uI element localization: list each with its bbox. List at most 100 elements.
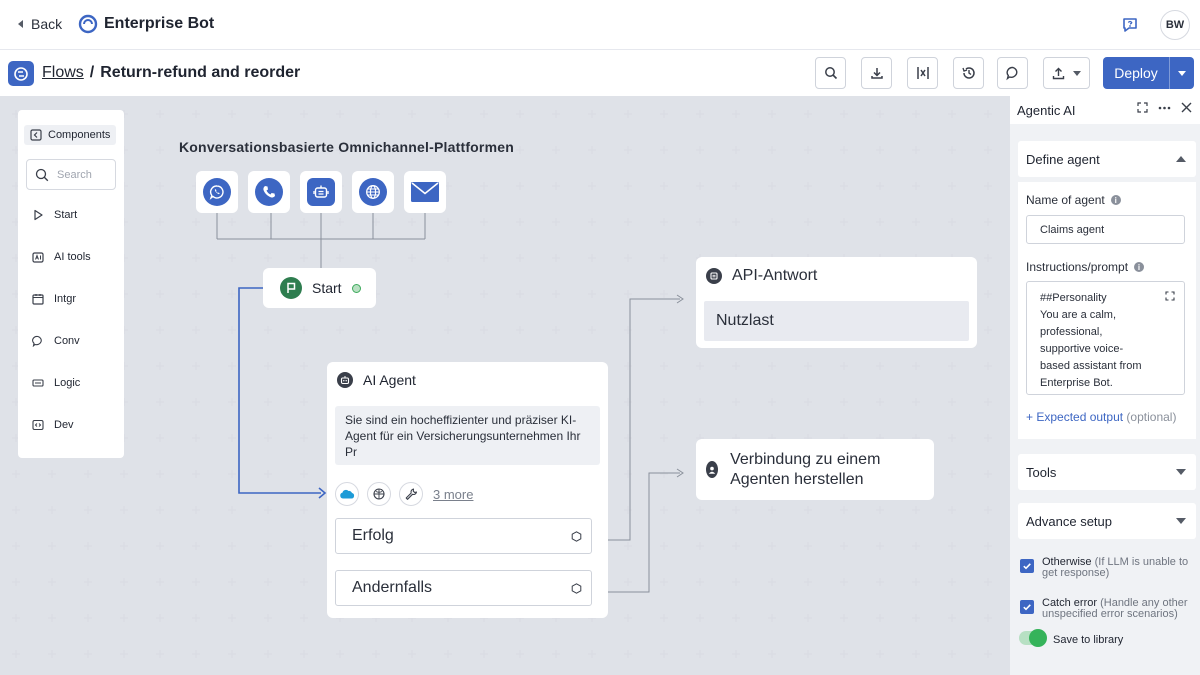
user-avatar[interactable]: BW [1160,10,1190,40]
components-toggle[interactable]: Components [24,125,116,145]
component-label: Start [54,209,78,221]
api-response-node[interactable]: API-Antwort Nutzlast [696,257,977,348]
prompt-textarea[interactable]: ##Personality You are a calm, profession… [1026,281,1185,395]
define-agent-section-header[interactable]: Define agent [1018,141,1196,177]
component-logic[interactable]: Logic [32,377,80,389]
catch-error-option[interactable]: Catch error (Handle any other unspecifie… [1020,598,1192,620]
flow-canvas[interactable]: Components Search Start AI tools Intgr C… [0,96,1010,675]
ai-agent-header: AI Agent [337,372,416,388]
close-icon[interactable] [1181,102,1192,113]
variables-icon [916,67,929,79]
export-button[interactable] [1043,57,1090,89]
breadcrumb-separator: / [89,64,95,81]
components-panel: Components Search Start AI tools Intgr C… [18,110,124,458]
history-button[interactable] [953,57,984,89]
expand-icon[interactable] [1137,102,1148,113]
channels-title: Konversationsbasierte Omnichannel-Plattf… [179,139,514,155]
api-doc-icon [706,268,722,284]
back-button[interactable]: Back [18,16,62,32]
otherwise-text: Otherwise (If LLM is unable to get respo… [1042,557,1192,579]
salesforce-tool[interactable] [335,482,359,506]
advance-setup-section-header[interactable]: Advance setup [1018,503,1196,539]
start-node[interactable]: Start [263,268,376,308]
robot-icon [337,372,353,388]
otherwise-checkbox[interactable] [1020,559,1034,573]
check-icon [1023,563,1031,570]
expected-output-link[interactable]: + Expected output (optional) [1026,410,1176,424]
otherwise-option[interactable]: Otherwise (If LLM is unable to get respo… [1020,557,1192,579]
prompt-label: Instructions/prompt i [1026,260,1145,274]
ai-agent-title: AI Agent [363,372,416,388]
collapse-panel-icon [30,129,42,141]
prompt-text: ##Personality You are a calm, profession… [1040,292,1142,389]
connector-handle-icon[interactable] [571,531,582,542]
flow-connectors [216,213,684,593]
whatsapp-icon [209,185,224,200]
wrench-tool[interactable] [399,482,423,506]
save-to-library-toggle[interactable] [1019,629,1047,647]
expected-output-optional: (optional) [1126,410,1177,424]
component-intgr[interactable]: Intgr [32,293,76,305]
flag-icon [280,277,302,299]
advance-setup-title: Advance setup [1026,513,1113,529]
channel-email[interactable] [404,171,446,213]
channel-whatsapp[interactable] [196,171,238,213]
channel-web[interactable] [352,171,394,213]
play-icon [34,209,43,221]
agent-name-label: Name of agent i [1026,193,1121,207]
search-button[interactable] [815,57,846,89]
download-icon [870,68,883,79]
api-node-title: API-Antwort [732,267,818,284]
expand-icon[interactable] [1165,291,1175,301]
define-agent-body: Name of agent i Claims agent Instruction… [1018,182,1196,439]
outcome-otherwise[interactable]: Andernfalls [335,570,592,606]
channel-phone[interactable] [248,171,290,213]
tools-section-header[interactable]: Tools [1018,454,1196,490]
ai-agent-node[interactable]: AI Agent Sie sind ein hocheffizienter un… [327,362,608,618]
upload-icon [1052,67,1065,79]
deploy-button[interactable]: Deploy [1103,57,1194,89]
ai-agent-description: Sie sind ein hocheffizienter und präzise… [335,406,600,465]
api-node-header: API-Antwort [706,267,817,285]
connect-agent-node[interactable]: Verbindung zu einem Agenten herstellen [696,439,934,500]
outcome-label: Erfolg [352,527,394,544]
component-ai-tools[interactable]: AI tools [32,251,91,263]
component-conv[interactable]: Conv [32,335,80,347]
info-icon[interactable]: i [1110,195,1121,205]
component-label: Conv [54,335,80,347]
flow-logo-icon [8,61,34,86]
more-options-icon[interactable] [1158,106,1171,110]
connect-agent-title: Verbindung zu einem Agenten herstellen [730,450,881,488]
channel-bot[interactable] [300,171,342,213]
component-start[interactable]: Start [32,209,77,221]
outcome-success[interactable]: Erfolg [335,518,592,554]
breadcrumb-flows-link[interactable]: Flows [42,64,84,81]
back-label: Back [31,16,63,32]
more-tools-link[interactable]: 3 more [433,486,474,502]
info-icon[interactable]: i [1134,262,1145,272]
agent-name-input[interactable]: Claims agent [1026,215,1185,244]
download-button[interactable] [861,57,892,89]
chevron-down-icon [1073,70,1081,76]
top-header: Back Enterprise Bot BW [0,0,1200,50]
agent-tools-row: 3 more [335,482,473,506]
components-title: Components [48,129,111,141]
variables-button[interactable] [907,57,938,89]
brand: Enterprise Bot [78,14,214,34]
knowledge-tool[interactable] [367,482,391,506]
catch-error-checkbox[interactable] [1020,600,1034,614]
chat-bubble-icon [1005,66,1017,81]
help-chat-icon[interactable] [1120,15,1140,40]
catch-error-label: Catch error [1042,597,1098,609]
deploy-dropdown-button[interactable] [1169,57,1194,89]
otherwise-label: Otherwise [1042,556,1092,568]
salesforce-cloud-icon [340,489,355,499]
component-label: Dev [54,419,74,431]
component-dev[interactable]: Dev [32,419,74,431]
components-search-input[interactable]: Search [26,159,116,190]
comments-button[interactable] [997,57,1028,89]
connector-handle-icon[interactable] [571,583,582,594]
code-icon [32,419,44,431]
phone-icon [263,186,275,198]
api-payload-field[interactable]: Nutzlast [704,301,969,341]
